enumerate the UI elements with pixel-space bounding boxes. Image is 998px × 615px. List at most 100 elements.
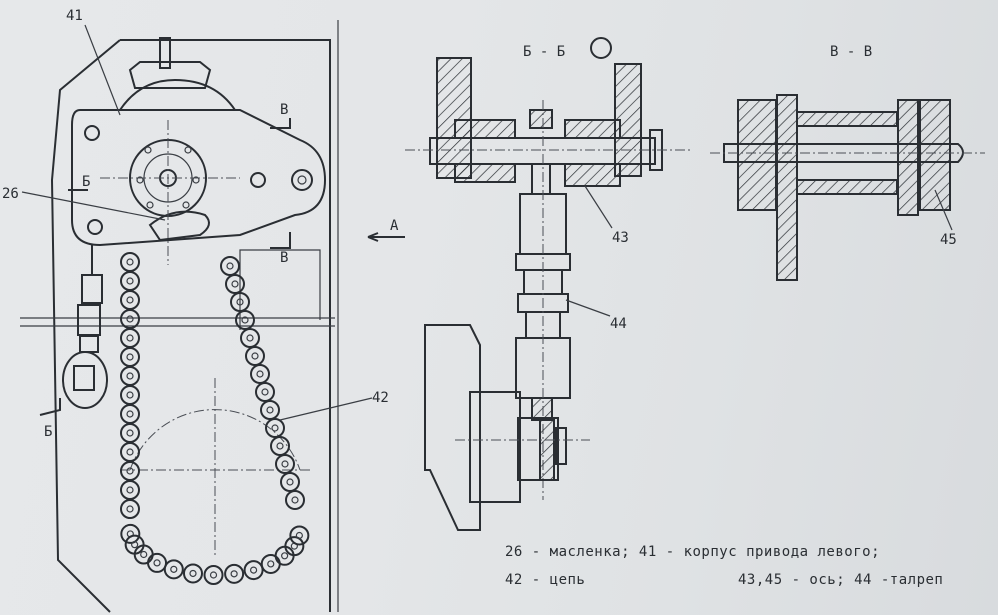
gear-cover-arc [119, 78, 236, 111]
chain-pin [276, 442, 284, 450]
chain-pin [126, 334, 134, 342]
chain-link [243, 560, 264, 581]
chain-pin [256, 370, 264, 378]
chain-pin [241, 316, 249, 324]
label-view-a: А [390, 218, 399, 234]
section-bb-title: Б - Б [523, 44, 565, 60]
turnbuckle-nut-lower [79, 335, 99, 353]
housing-plate [71, 109, 327, 247]
chain-link [120, 309, 140, 329]
top-nut [128, 61, 212, 89]
chain-link [284, 536, 305, 557]
chain-link [270, 436, 290, 456]
bb-center-boss [529, 109, 553, 129]
bb-bushing-left-bottom [454, 163, 516, 183]
chain-link [120, 252, 140, 272]
chain-pin [230, 570, 238, 578]
chain-pin [209, 571, 218, 579]
bb-eye [517, 417, 559, 481]
chain [120, 252, 310, 585]
bb-eye-section [539, 419, 555, 481]
chain-pin [126, 315, 134, 323]
leader-42 [279, 397, 373, 421]
chain-link [163, 559, 184, 580]
bb-bushing-right-bottom [564, 163, 621, 187]
chain-link [120, 290, 140, 310]
chain-link [120, 404, 140, 424]
caption-line-2-right: 43,45 - ось; 44 -талреп [738, 572, 944, 588]
chain-pin [126, 410, 134, 418]
vv-sleeve-top [796, 111, 898, 127]
chain-link [225, 274, 245, 294]
chain-link [120, 523, 141, 544]
bolt-hole-top-left [84, 125, 100, 141]
bb-rod-bottom [531, 397, 553, 421]
vv-axle [723, 143, 964, 163]
chain-pin [126, 391, 134, 399]
chain-pin [281, 552, 289, 560]
label-43: 43 [612, 230, 629, 246]
chain-pin [126, 372, 134, 380]
chain-link [120, 499, 140, 519]
chain-link [289, 525, 310, 546]
eye-bolt [62, 351, 108, 409]
pivot-hole-inner [297, 175, 307, 185]
eye-bolt-inner [73, 365, 95, 391]
main-view: 41 26 42 Б Б В В А [2, 8, 405, 613]
chain-link [120, 461, 140, 481]
chain-link [120, 442, 140, 462]
leader-43 [584, 185, 613, 229]
label-41: 41 [66, 8, 83, 24]
label-44: 44 [610, 316, 627, 332]
chain-link [280, 472, 300, 492]
chain-link [260, 553, 281, 574]
chain-link [147, 552, 168, 573]
vv-link-plate [776, 94, 798, 281]
chain-pin [249, 566, 258, 574]
chain-pin [126, 467, 134, 475]
chain-link [224, 563, 245, 584]
section-mark-b-bottom [39, 398, 61, 416]
section-bb: Б - Б 43 44 [405, 37, 690, 531]
caption-line-1: 26 - масленка; 41 - корпус привода левог… [505, 544, 881, 560]
vv-sleeve-bottom [796, 179, 898, 195]
chain-pin [295, 531, 303, 540]
chain-pin [281, 460, 289, 468]
turnbuckle-nut-upper [81, 274, 103, 304]
leader-45 [934, 189, 953, 231]
chain-pin [140, 550, 148, 559]
lower-sprocket-arc [129, 409, 301, 471]
label-section-v-top: В [280, 102, 288, 118]
bb-bracket-body [424, 324, 481, 531]
bolt-hole-bottom-left [87, 219, 103, 235]
chain-link [220, 256, 240, 276]
chain-link [274, 545, 295, 566]
leader-44 [565, 299, 611, 317]
label-section-v-bottom: В [280, 250, 288, 266]
chain-pin [246, 334, 254, 342]
section-mark-v-bottom [270, 232, 291, 249]
vv-right-link [897, 99, 919, 216]
chain-link [240, 328, 260, 348]
label-45: 45 [940, 232, 957, 248]
chain-link [120, 385, 140, 405]
chain-pin [286, 478, 294, 486]
chain-pin [126, 505, 134, 513]
chain-link [120, 423, 140, 443]
chain-link [235, 310, 255, 330]
bb-bushing-right-top [564, 119, 621, 139]
bb-bracket-block [469, 391, 521, 503]
chain-pin [170, 565, 178, 573]
top-stud [159, 37, 171, 69]
chain-pin [126, 258, 134, 266]
section-mark-v-top [270, 118, 291, 129]
chain-pin [126, 448, 134, 456]
chain-link [245, 346, 265, 366]
chain-pin [126, 277, 134, 285]
vv-right-plate [919, 99, 951, 211]
chain-pin [131, 541, 139, 549]
view-arrow-head [367, 232, 379, 242]
chain-pin [189, 569, 197, 578]
